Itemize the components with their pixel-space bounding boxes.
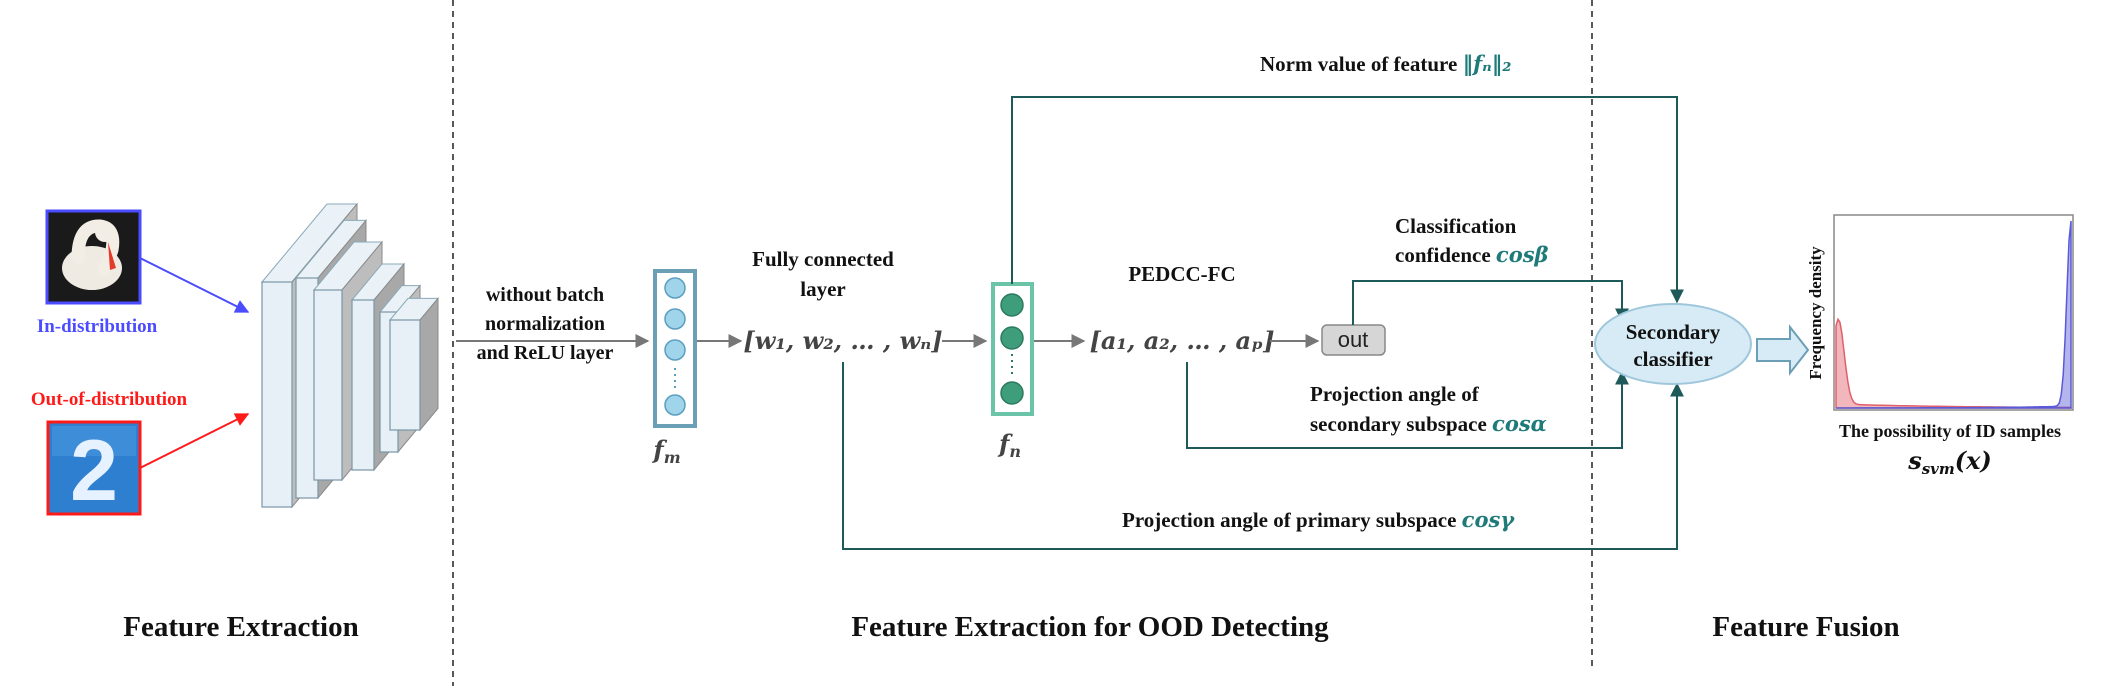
fn-label: fn [997,429,1021,461]
chart-frame [1833,214,2074,411]
weights-vector: [w₁, w₂, … , wₙ] [743,326,942,355]
in-distribution-image [45,209,142,305]
section-title-ood-detecting: Feature Extraction for OOD Detecting [851,611,1329,643]
norm-flow-line [1011,96,1684,304]
in-distribution-label: In-distribution [37,316,158,337]
without-bn-line3: and ReLU layer [477,342,614,364]
fm-node [664,277,686,299]
section-title-feature-extraction: Feature Extraction [123,611,358,643]
fn-node [1000,381,1024,405]
fusion-block-arrow [1756,324,1810,376]
id-distribution-area [1836,220,2072,409]
without-bn-line2: normalization [485,313,605,335]
chart-xlabel: The possibility of ID samples [1839,421,2061,441]
fn-node [1000,293,1024,317]
fm-node [664,308,686,330]
out-label: out [1338,327,1369,352]
out-arrow [139,413,250,469]
secondary-classifier [1594,303,1752,385]
section-title-feature-fusion: Feature Fusion [1712,611,1899,643]
primary-subspace-flow-line [842,362,1684,550]
secondary-subspace-line1: Projection angle of [1310,382,1480,406]
norm-label: Norm value of feature ‖fₙ‖₂ [1260,51,1511,76]
cnn-layer-side [419,297,439,432]
out-of-distribution-image: 2 [46,420,142,519]
fm-node [664,394,686,416]
score-distribution-chart [1833,214,2074,411]
fc-line2: layer [800,277,845,301]
in-arrow [139,257,250,313]
fm-label: fm [651,435,680,467]
fn-vector [991,282,1034,416]
pedcc-fc-label: PEDCC-FC [1128,262,1235,286]
fc-line1: Fully connected [752,247,894,271]
secondary-subspace-line2: secondary subspace cosα [1310,411,1547,436]
fm-node [664,339,686,361]
primary-subspace-label: Projection angle of primary subspace cos… [1122,507,1515,532]
ood-digit: 2 [70,423,118,519]
out-of-distribution-label: Out-of-distribution [31,389,188,410]
cnn-backbone [260,202,440,509]
chart-ylabel: Frequency density [1806,246,1825,380]
secondary-subspace-flow-line [1186,362,1629,449]
secondary-classifier-line1: Secondary [1626,320,1721,344]
cnn-layer-front [389,319,421,431]
fn-node [1000,326,1024,350]
fm-vector [653,269,697,428]
svm-score-label: ssvm(x) [1907,446,1992,478]
confidence-line2: confidence cosβ [1395,242,1549,267]
confidence-flow-line [1352,280,1629,325]
cnn-layer-front [313,289,343,481]
cnn-layer-front [261,281,293,508]
confidence-line1: Classification [1395,214,1517,238]
cnn-layer-front [351,299,375,471]
secondary-classifier-line2: classifier [1633,347,1712,371]
activations-vector: [a₁, a₂, … , aₚ] [1090,326,1275,355]
without-bn-line1: without batch [486,284,604,306]
